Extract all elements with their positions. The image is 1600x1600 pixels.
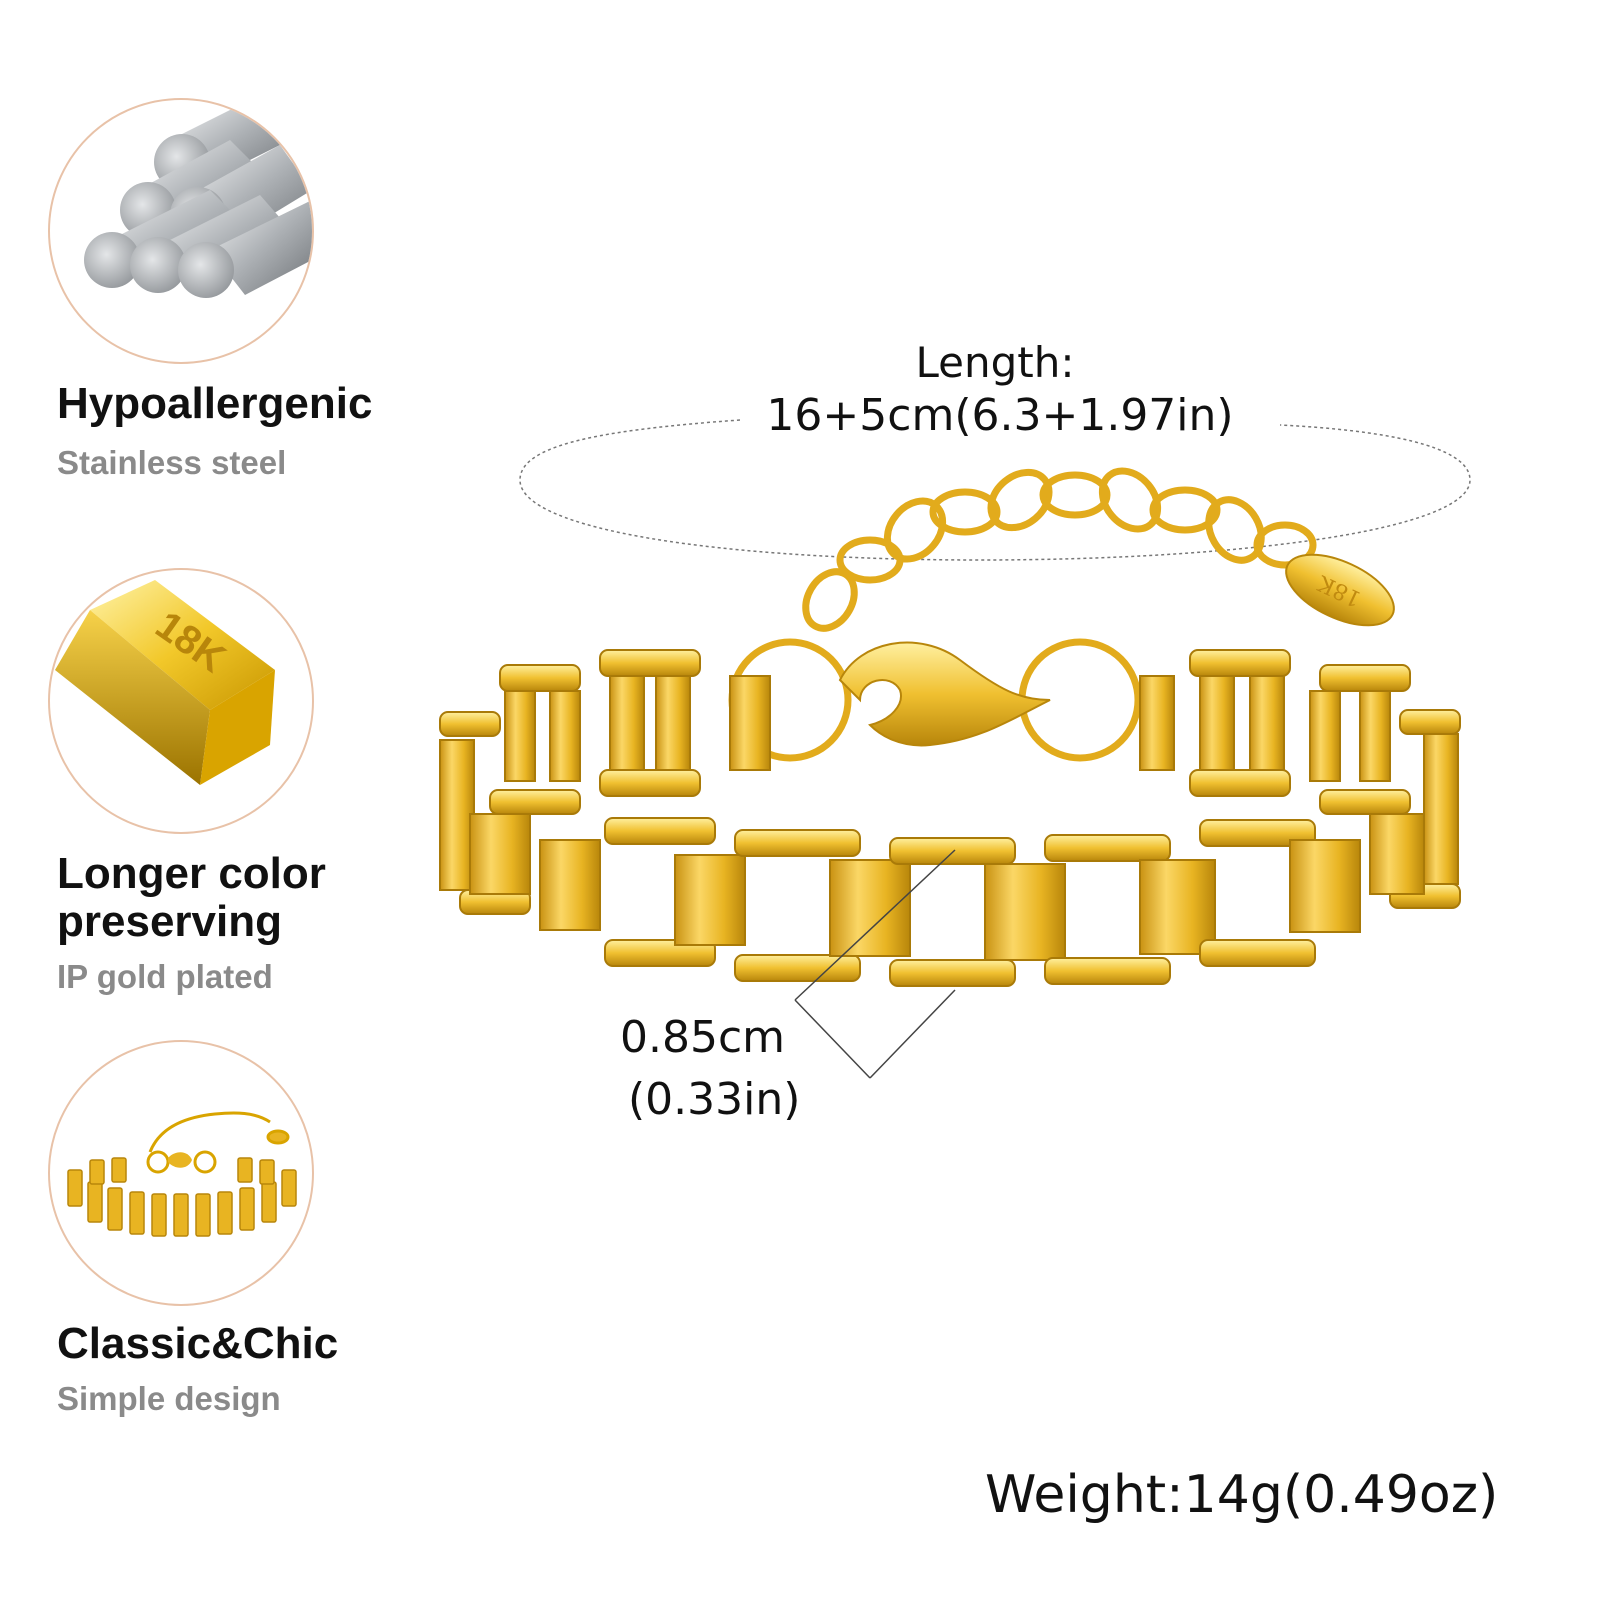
gold-bar-circle: 18K [48, 568, 314, 834]
steel-rods-icon [84, 100, 312, 298]
feature-title-hypoallergenic: Hypoallergenic [57, 379, 373, 428]
feature-color-preserving: 18K [48, 568, 314, 834]
feature-classic-chic [48, 1040, 314, 1306]
weight-label: Weight:14g(0.49oz) [985, 1465, 1499, 1525]
extension-chain [802, 467, 1317, 632]
feature-subtitle-simple-design: Simple design [57, 1380, 281, 1417]
feature-subtitle-ip-gold: IP gold plated [57, 958, 273, 995]
feature-hypoallergenic [48, 98, 314, 364]
steel-rods-circle [48, 98, 314, 364]
feature-subtitle-stainless-steel: Stainless steel [57, 444, 287, 481]
feature-title-line2: preserving [57, 897, 282, 946]
extension-tag: 18K [1285, 553, 1395, 627]
feature-title-color-preserving: Longer color preserving [57, 850, 326, 946]
bracelet-thumbnail-icon [67, 1111, 297, 1237]
feature-title-line1: Longer color [57, 849, 326, 898]
feature-title-classic-chic: Classic&Chic [57, 1319, 339, 1368]
box-links [439, 649, 1461, 987]
length-dimension-ellipse [519, 419, 1471, 561]
width-dimension-lines [794, 849, 956, 1079]
width-value-cm: 0.85cm [620, 1012, 786, 1063]
clasp [728, 638, 1142, 762]
length-label: Length: [915, 338, 1075, 387]
bracelet-thumbnail-circle [48, 1040, 314, 1306]
gold-bar-icon: 18K [55, 580, 275, 785]
width-value-in: (0.33in) [628, 1074, 801, 1125]
length-value: 16+5cm(6.3+1.97in) [740, 390, 1260, 441]
